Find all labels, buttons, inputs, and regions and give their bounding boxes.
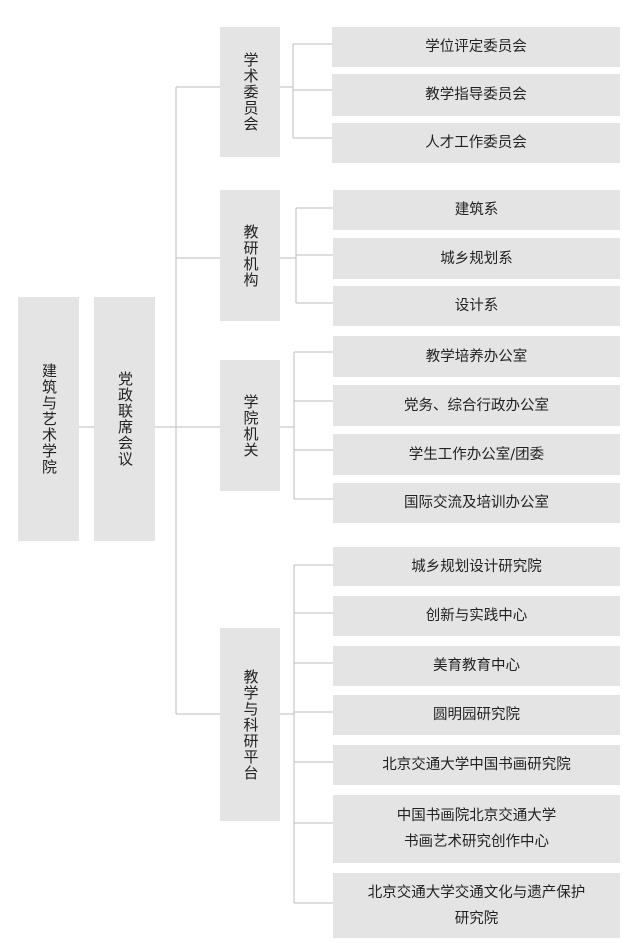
council-node: 党政联席会议 bbox=[94, 297, 155, 541]
leaf-label: 中国书画院北京交通大学 书画艺术研究创作中心 bbox=[396, 808, 557, 850]
leaf-label: 北京交通大学中国书画研究院 bbox=[382, 757, 571, 773]
leaf-item: 人才工作委员会 bbox=[332, 123, 620, 163]
leaf-label: 学生工作办公室/团委 bbox=[408, 446, 545, 463]
leaf-item: 美育教育中心 bbox=[333, 646, 620, 686]
leaf-item: 教学指导委员会 bbox=[332, 74, 620, 116]
leaf-label: 党务、综合行政办公室 bbox=[404, 397, 549, 414]
leaf-label: 设计系 bbox=[454, 298, 499, 314]
council-label: 党政联席会议 bbox=[116, 371, 134, 467]
leaf-label: 教学指导委员会 bbox=[425, 87, 527, 103]
leaf-item: 学生工作办公室/团委 bbox=[333, 434, 620, 475]
leaf-label: 创新与实践中心 bbox=[425, 608, 528, 624]
group-node-academic-committee: 学术委员会 bbox=[220, 27, 280, 157]
leaf-label: 学位评定委员会 bbox=[425, 39, 527, 55]
root-label: 建筑与艺术学院 bbox=[40, 363, 58, 475]
leaf-item: 设计系 bbox=[333, 286, 620, 326]
leaf-label: 教学培养办公室 bbox=[425, 348, 528, 365]
leaf-item: 创新与实践中心 bbox=[333, 596, 620, 636]
leaf-item: 党务、综合行政办公室 bbox=[333, 385, 620, 426]
leaf-item: 国际交流及培训办公室 bbox=[333, 483, 620, 523]
leaf-item: 教学培养办公室 bbox=[333, 336, 620, 377]
leaf-item: 建筑系 bbox=[333, 190, 620, 230]
leaf-label: 城乡规划系 bbox=[440, 250, 513, 267]
leaf-label: 圆明园研究院 bbox=[433, 707, 520, 723]
root-node: 建筑与艺术学院 bbox=[18, 297, 79, 541]
leaf-item: 北京交通大学中国书画研究院 bbox=[333, 745, 620, 785]
group-node-teaching-research: 教研机构 bbox=[220, 190, 280, 321]
leaf-item: 城乡规划系 bbox=[333, 238, 620, 279]
leaf-label: 北京交通大学交通文化与遗产保护 研究院 bbox=[367, 884, 586, 927]
leaf-label: 建筑系 bbox=[454, 202, 499, 218]
leaf-label: 人才工作委员会 bbox=[425, 135, 527, 151]
group-label: 教学与科研平台 bbox=[241, 668, 260, 781]
leaf-item: 城乡规划设计研究院 bbox=[333, 547, 620, 586]
leaf-item: 中国书画院北京交通大学 书画艺术研究创作中心 bbox=[333, 795, 620, 863]
group-label: 学术委员会 bbox=[241, 52, 260, 132]
group-node-college-offices: 学院机关 bbox=[220, 360, 280, 491]
group-label: 学院机关 bbox=[241, 393, 260, 458]
leaf-item: 圆明园研究院 bbox=[333, 695, 620, 735]
leaf-label: 国际交流及培训办公室 bbox=[404, 495, 549, 511]
leaf-label: 美育教育中心 bbox=[433, 658, 520, 674]
leaf-item: 北京交通大学交通文化与遗产保护 研究院 bbox=[333, 873, 620, 938]
group-node-platforms: 教学与科研平台 bbox=[220, 628, 280, 821]
leaf-label: 城乡规划设计研究院 bbox=[411, 558, 542, 575]
group-label: 教研机构 bbox=[241, 223, 260, 288]
leaf-item: 学位评定委员会 bbox=[332, 27, 620, 67]
